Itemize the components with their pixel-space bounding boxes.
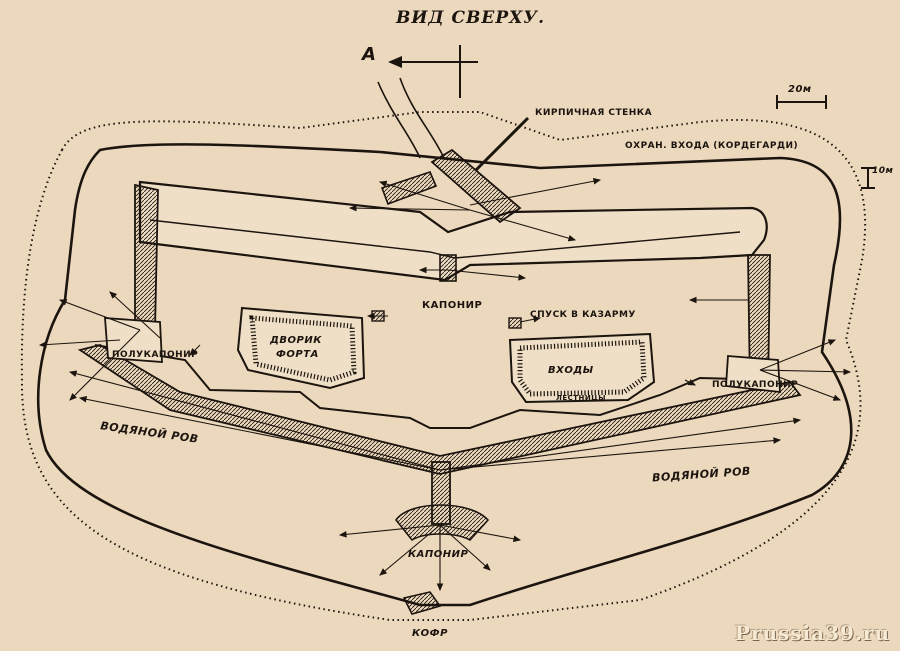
label-firing-wall: КИРПИЧНАЯ СТЕНКА bbox=[535, 108, 653, 118]
label-half-caponier-right: ПОЛУКАПОНИР bbox=[712, 380, 799, 390]
label-caponier-top: КАПОНИР bbox=[422, 300, 483, 311]
label-caponier-bottom: КАПОНИР bbox=[408, 549, 469, 560]
counterscarp-band bbox=[77, 344, 802, 475]
label-coffer: КОФР bbox=[412, 628, 448, 639]
scale-label-vertical: 10м bbox=[872, 166, 894, 176]
top-caponier-tower bbox=[439, 254, 457, 282]
scale-label-horizontal: 20м bbox=[788, 84, 812, 95]
bottom-caponier-fan bbox=[395, 504, 490, 542]
left-flank-wall bbox=[134, 183, 159, 331]
coffer-block bbox=[402, 591, 442, 615]
scale-bar-vertical-icon bbox=[861, 167, 875, 189]
watermark: Prussia39.ru bbox=[734, 621, 890, 645]
approach-road bbox=[377, 77, 445, 159]
escarp-line bbox=[94, 344, 781, 429]
descent-marker-right bbox=[508, 317, 522, 329]
label-guardhouse: ОХРАН. ВХОДА (КОРДЕГАРДИ) bbox=[625, 141, 799, 151]
diagram-title: ВИД СВЕРХУ. bbox=[396, 8, 546, 28]
label-courtyard-line1: ДВОРИК bbox=[270, 335, 322, 346]
label-courtyard-line2: ФОРТА bbox=[276, 349, 319, 360]
label-stairs: ЛЕСТНИЦЫ bbox=[556, 394, 606, 402]
orientation-arrow-icon bbox=[388, 45, 478, 98]
scale-bar-horizontal-icon bbox=[776, 95, 827, 109]
guard-block bbox=[380, 171, 438, 206]
label-half-caponier-left: ПОЛУКАПОНИР bbox=[112, 350, 199, 360]
orientation-label: А bbox=[362, 44, 377, 65]
courtyard-inner bbox=[249, 315, 357, 383]
moat-outer-line bbox=[36, 143, 853, 607]
barracks-block bbox=[508, 332, 656, 404]
label-entrances: ВХОДЫ bbox=[548, 365, 594, 376]
courtyard-block bbox=[236, 306, 366, 390]
top-caponier-block bbox=[430, 148, 522, 224]
label-descent: СПУСК В КАЗАРМУ bbox=[530, 310, 636, 320]
half-caponier-right bbox=[725, 355, 781, 394]
rampart bbox=[138, 180, 768, 282]
fire-lines bbox=[38, 178, 852, 592]
firing-wall-pointer bbox=[474, 116, 530, 172]
